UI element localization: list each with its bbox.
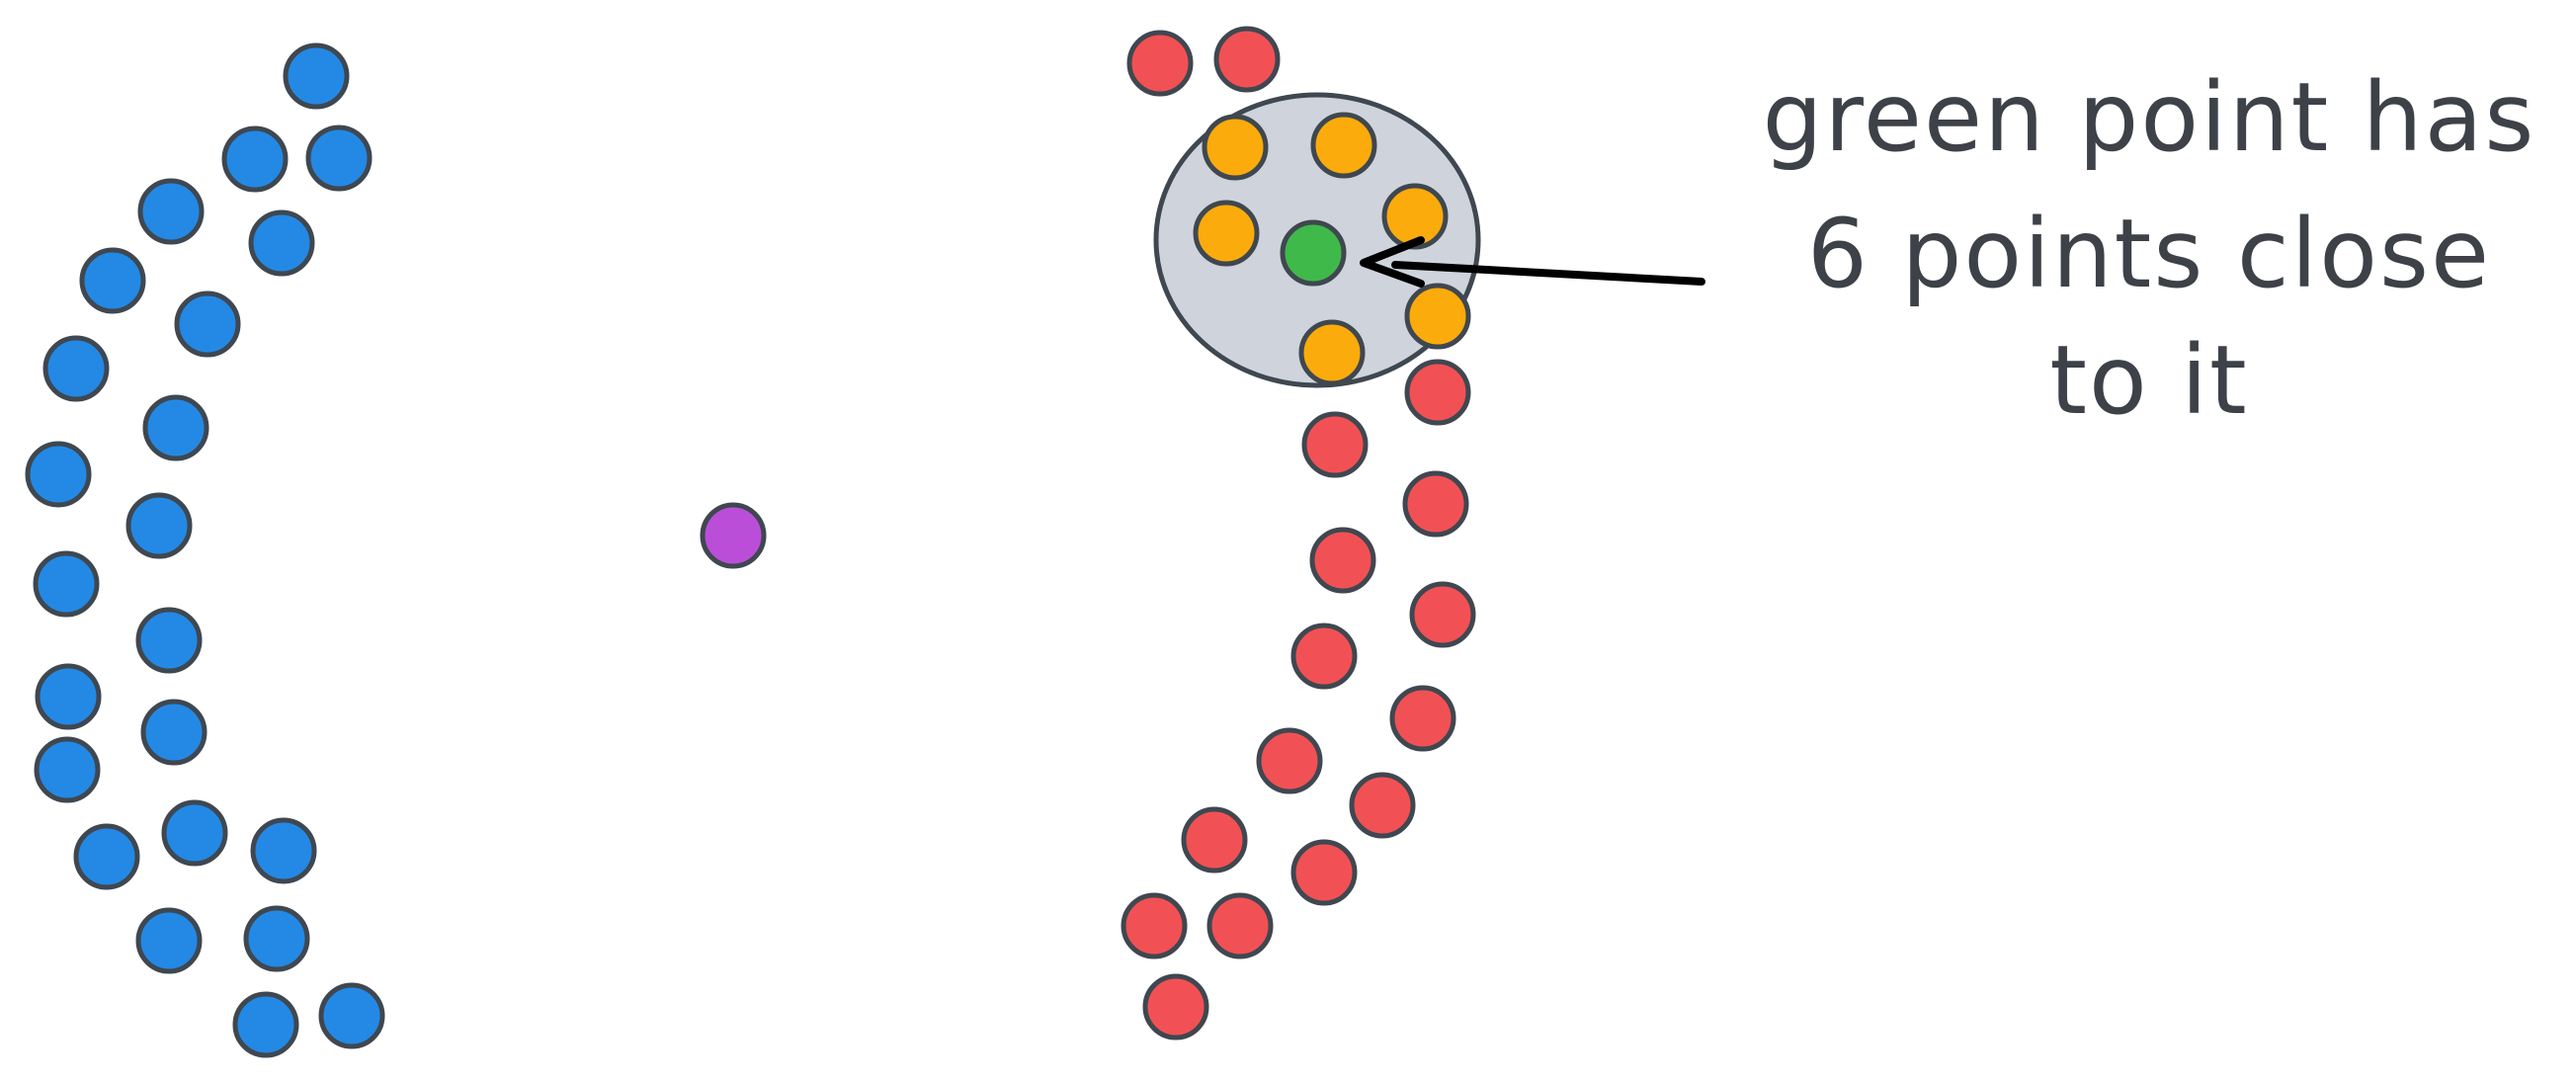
blue-point <box>35 663 102 730</box>
blue-point <box>318 982 385 1049</box>
blue-point <box>174 291 241 358</box>
blue-point <box>125 492 193 559</box>
blue-point <box>248 209 315 277</box>
blue-point <box>137 178 205 245</box>
orange-point <box>1298 319 1366 386</box>
red-point <box>1256 727 1323 794</box>
blue-point <box>305 125 373 192</box>
annotation-line-1: green point has <box>1763 62 2536 173</box>
orange-point <box>1310 112 1377 179</box>
arrow-head <box>1360 236 1425 288</box>
blue-point <box>79 247 146 314</box>
blue-point <box>140 699 208 766</box>
purple-point <box>700 502 767 569</box>
blue-point <box>161 799 228 867</box>
blue-point <box>25 441 92 508</box>
blue-point <box>283 42 350 110</box>
red-point <box>1142 973 1209 1040</box>
blue-point <box>33 550 100 618</box>
arrow-line <box>1391 261 1705 286</box>
red-point <box>1309 527 1376 594</box>
red-point <box>1409 581 1476 648</box>
red-point <box>1206 892 1274 959</box>
green-point <box>1280 219 1347 287</box>
red-point <box>1389 685 1456 752</box>
blue-point <box>135 607 203 674</box>
blue-point <box>221 125 289 193</box>
blue-point <box>232 991 299 1058</box>
annotation-line-2: 6 points close <box>1807 199 2491 309</box>
red-point <box>1126 30 1194 97</box>
orange-point <box>1202 114 1269 181</box>
blue-point <box>73 823 140 890</box>
red-point <box>1404 359 1471 426</box>
blue-point <box>135 907 203 974</box>
orange-point <box>1404 283 1471 350</box>
blue-point <box>42 335 110 402</box>
blue-point <box>34 736 101 803</box>
red-point <box>1290 623 1358 690</box>
blue-point <box>142 394 209 461</box>
annotation-line-3: to it <box>2049 325 2248 436</box>
orange-point <box>1381 183 1449 250</box>
blue-point <box>250 817 317 884</box>
red-point <box>1213 26 1281 93</box>
red-point <box>1301 411 1369 478</box>
red-point <box>1402 470 1469 538</box>
orange-point <box>1193 200 1260 267</box>
red-point <box>1181 806 1248 874</box>
blue-point <box>243 905 310 972</box>
red-point <box>1121 892 1188 959</box>
red-point <box>1290 839 1358 906</box>
red-point <box>1349 772 1416 839</box>
